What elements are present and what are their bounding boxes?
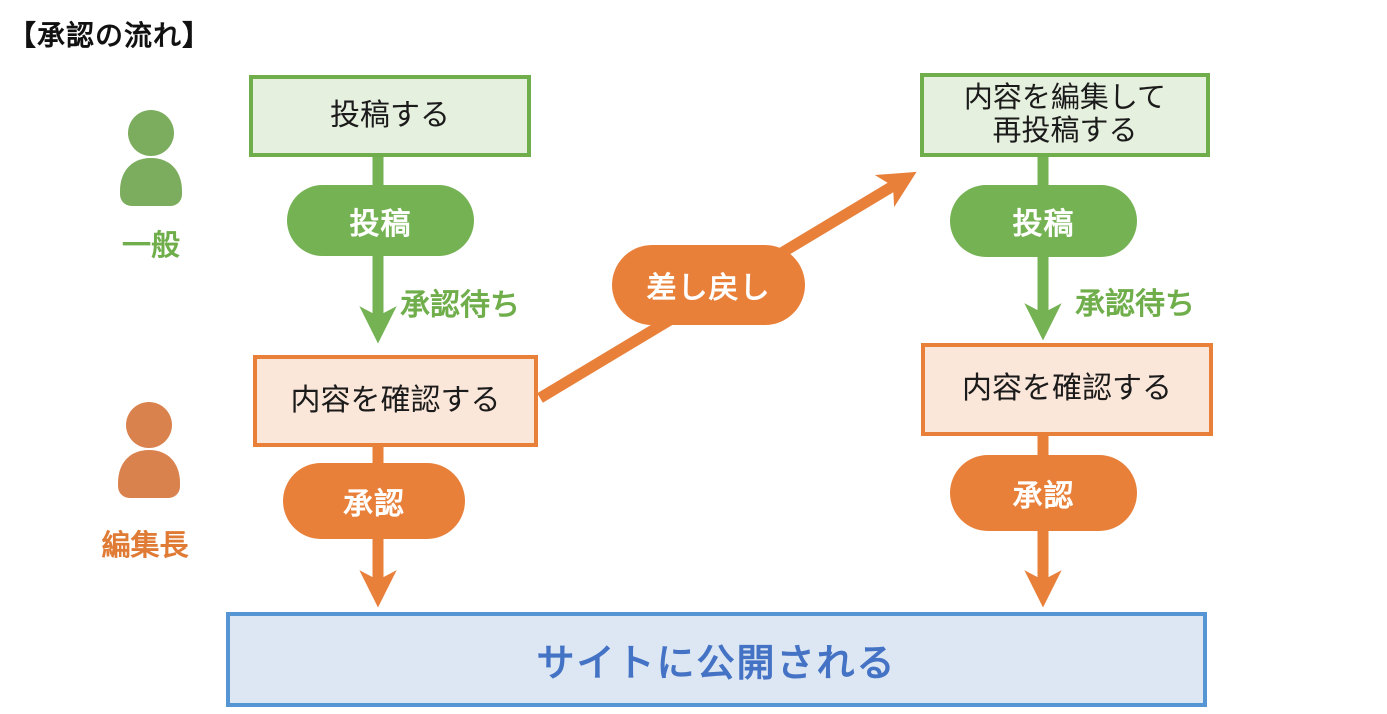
actor-label-editor: 編集長: [101, 530, 189, 562]
post-pill-right: 投稿: [950, 185, 1137, 257]
actor-label-general: 一般: [121, 230, 180, 262]
page-title: 【承認の流れ】: [8, 20, 212, 51]
post-action-box-left: 投稿する: [249, 75, 531, 157]
return-pill: 差し戻し: [612, 245, 805, 325]
repost-box-line1: 内容を編集して: [963, 81, 1167, 114]
review-box-right: 内容を確認する: [921, 343, 1213, 436]
pending-label-left: 承認待ち: [400, 289, 520, 322]
person-icon-editor: [118, 402, 180, 498]
review-box-left: 内容を確認する: [253, 355, 538, 447]
approve-pill-right: 承認: [950, 455, 1137, 531]
repost-box-right: 内容を編集して 再投稿する: [920, 73, 1210, 157]
person-icon-general: [120, 110, 182, 206]
repost-box-line2: 再投稿する: [992, 115, 1138, 147]
approve-pill-left: 承認: [283, 463, 465, 539]
pending-label-right: 承認待ち: [1075, 288, 1195, 321]
publish-box: サイトに公開される: [226, 612, 1207, 707]
post-pill-left: 投稿: [287, 185, 474, 256]
repost-box-text: 内容を編集して 再投稿する: [964, 82, 1166, 149]
